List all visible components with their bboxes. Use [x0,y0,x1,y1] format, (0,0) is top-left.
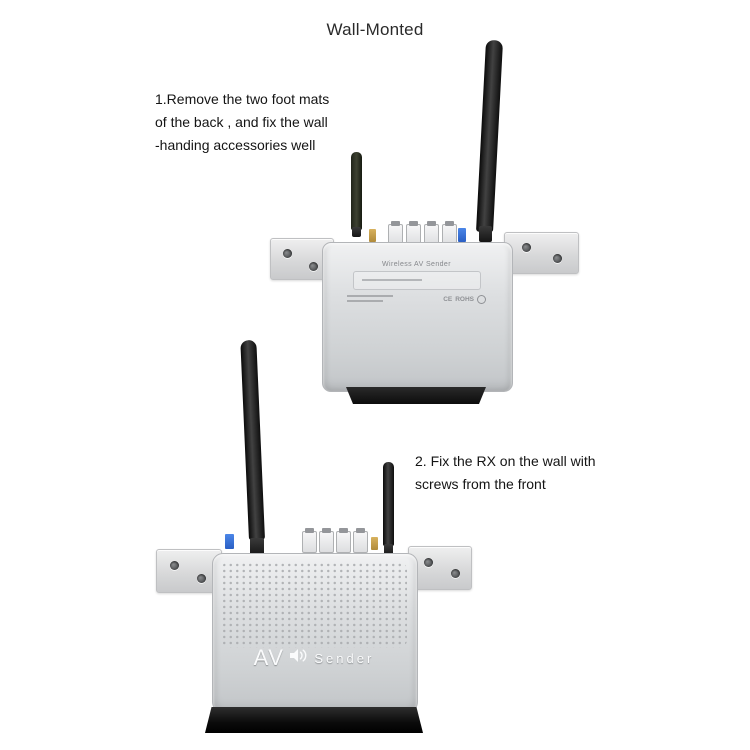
large-antenna-base [479,226,492,242]
device-back-label: Wireless AV Sender CE ROHS [341,261,492,305]
fine-print-line [347,295,393,297]
step1-line-1: 1.Remove the two foot mats [155,91,330,107]
rca-connector [388,221,403,246]
large-antenna [240,339,265,541]
fine-print [347,295,393,305]
cert-circle-icon [477,295,486,304]
blue-connector [458,228,466,242]
device-front-base [205,707,423,733]
step2-line-2: screws from the front [415,476,546,492]
label-table [352,271,481,290]
rca-connector [336,528,351,553]
gold-connector [371,537,378,550]
bracket-screw-hole [170,561,179,570]
label-row: CE ROHS [341,295,492,305]
speaker-grille [221,562,407,648]
rca-connector [353,528,368,553]
rca-connector [319,528,334,553]
brand-av-text: AV [253,645,285,670]
large-antenna-base [250,538,264,556]
gold-connector [369,229,376,242]
bracket-screw-hole [451,569,460,578]
speaker-icon [290,648,308,668]
rca-connector [406,221,421,246]
label-title: Wireless AV Sender [382,261,451,268]
rca-connector [442,221,457,246]
brand-sender-text: Sender [314,650,375,666]
step1-line-2: of the back , and fix the wall [155,114,328,130]
small-antenna [383,462,394,546]
step2-line-1: 2. Fix the RX on the wall with [415,453,596,469]
ce-mark: CE [443,296,453,303]
large-antenna [476,39,504,233]
small-antenna-base [384,544,393,556]
step1-line-3: -handing accessories well [155,137,316,153]
bracket-screw-hole [424,558,433,567]
rca-connector [302,528,317,553]
certification-marks: CE ROHS [443,295,486,304]
bracket-screw-hole [522,243,531,252]
device-back-stand [346,387,486,404]
page-title: Wall-Monted [326,20,424,39]
bracket-screw-hole [309,262,318,271]
fine-print-line [347,300,383,302]
small-antenna [351,152,362,230]
instruction-step-2: 2. Fix the RX on the wall with screws fr… [415,450,596,496]
bracket-screw-hole [283,249,292,258]
bracket-screw-hole [197,574,206,583]
instruction-step-1: 1.Remove the two foot mats of the back ,… [155,88,329,157]
small-antenna-base [352,227,361,237]
wall-bracket-left [156,549,222,593]
wall-bracket-right [504,232,579,274]
device-back-body [322,242,513,392]
fine-print-line [361,279,422,281]
brand-logo: AV Sender [212,645,416,671]
bracket-screw-hole [553,254,562,263]
wall-bracket-right [408,546,472,590]
rohs-mark: ROHS [455,296,474,303]
blue-connector [225,534,234,549]
